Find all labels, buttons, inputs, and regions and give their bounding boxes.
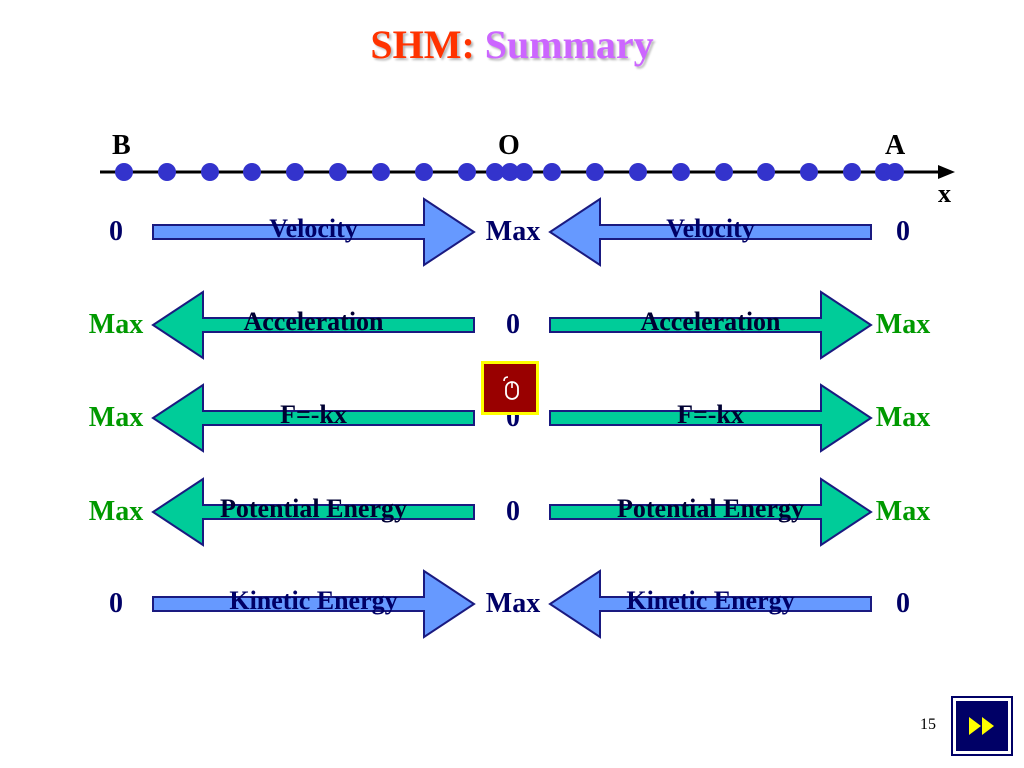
position-dot: [415, 163, 433, 181]
mouse-icon: [503, 376, 519, 400]
right-arrow-1: [548, 197, 872, 267]
position-dot: [543, 163, 561, 181]
center-value-5: Max: [485, 588, 541, 619]
position-dot: [243, 163, 261, 181]
position-dot: [586, 163, 604, 181]
right-arrow-label-3: F=-kx: [677, 400, 744, 429]
right-value-5: 0: [896, 588, 910, 619]
left-arrow-label-4: Potential Energy: [219, 494, 408, 523]
left-value-1: 0: [109, 216, 123, 247]
left-arrow-label-3: F=-kx: [280, 400, 347, 429]
right-value-3: Max: [875, 402, 931, 433]
position-dot: [886, 163, 904, 181]
right-arrow-label-2: Acceleration: [640, 307, 781, 336]
right-value-2: Max: [875, 309, 931, 340]
right-value-4: Max: [875, 496, 931, 527]
point-o-label: O: [498, 130, 520, 161]
left-value-3: Max: [88, 402, 144, 433]
axis-arrowhead: [938, 165, 955, 179]
left-arrow-1: [152, 197, 476, 267]
left-arrow-4: [151, 477, 475, 547]
position-dot: [715, 163, 733, 181]
position-dot: [286, 163, 304, 181]
point-b-label: B: [112, 130, 131, 161]
right-value-1: 0: [896, 216, 910, 247]
oscillator-positions: [115, 163, 904, 181]
left-arrow-label-2: Acceleration: [243, 307, 384, 336]
position-dot: [486, 163, 504, 181]
right-arrow-label-1: Velocity: [666, 214, 755, 243]
position-dot: [115, 163, 133, 181]
position-dot: [672, 163, 690, 181]
mouse-button[interactable]: [481, 361, 539, 415]
left-value-5: 0: [109, 588, 123, 619]
position-dot: [329, 163, 347, 181]
left-value-4: Max: [88, 496, 144, 527]
position-dot: [629, 163, 647, 181]
position-dot: [201, 163, 219, 181]
center-value-1: Max: [485, 216, 541, 247]
right-arrow-label-4: Potential Energy: [616, 494, 805, 523]
point-a-label: A: [885, 130, 906, 161]
left-value-2: Max: [88, 309, 144, 340]
x-axis-label: x: [938, 179, 951, 208]
left-arrow-3: [151, 383, 475, 453]
right-arrow-2: [549, 290, 873, 360]
position-dot: [800, 163, 818, 181]
right-arrow-4: [549, 477, 873, 547]
left-arrow-label-1: Velocity: [269, 214, 358, 243]
position-axis: [100, 163, 955, 181]
page-number: 15: [920, 716, 936, 733]
position-dot: [458, 163, 476, 181]
page-title: SHM: Summary: [0, 20, 1024, 70]
title-main: Summary: [484, 22, 654, 67]
title-prefix: SHM:: [370, 22, 475, 67]
position-dot: [843, 163, 861, 181]
position-dot: [372, 163, 390, 181]
left-arrow-2: [151, 290, 475, 360]
right-arrow-3: [549, 383, 873, 453]
fast-forward-icon: [969, 717, 994, 735]
position-dot: [757, 163, 775, 181]
left-arrow-label-5: Kinetic Energy: [229, 586, 398, 615]
position-dot: [158, 163, 176, 181]
position-dot: [515, 163, 533, 181]
left-arrow-5: [152, 569, 476, 639]
position-dot: [501, 163, 519, 181]
center-value-2: 0: [506, 309, 520, 340]
right-arrow-label-5: Kinetic Energy: [626, 586, 795, 615]
quantity-arrows: [151, 197, 873, 639]
next-slide-button[interactable]: [951, 696, 1013, 756]
center-value-4: 0: [506, 496, 520, 527]
right-arrow-5: [548, 569, 872, 639]
